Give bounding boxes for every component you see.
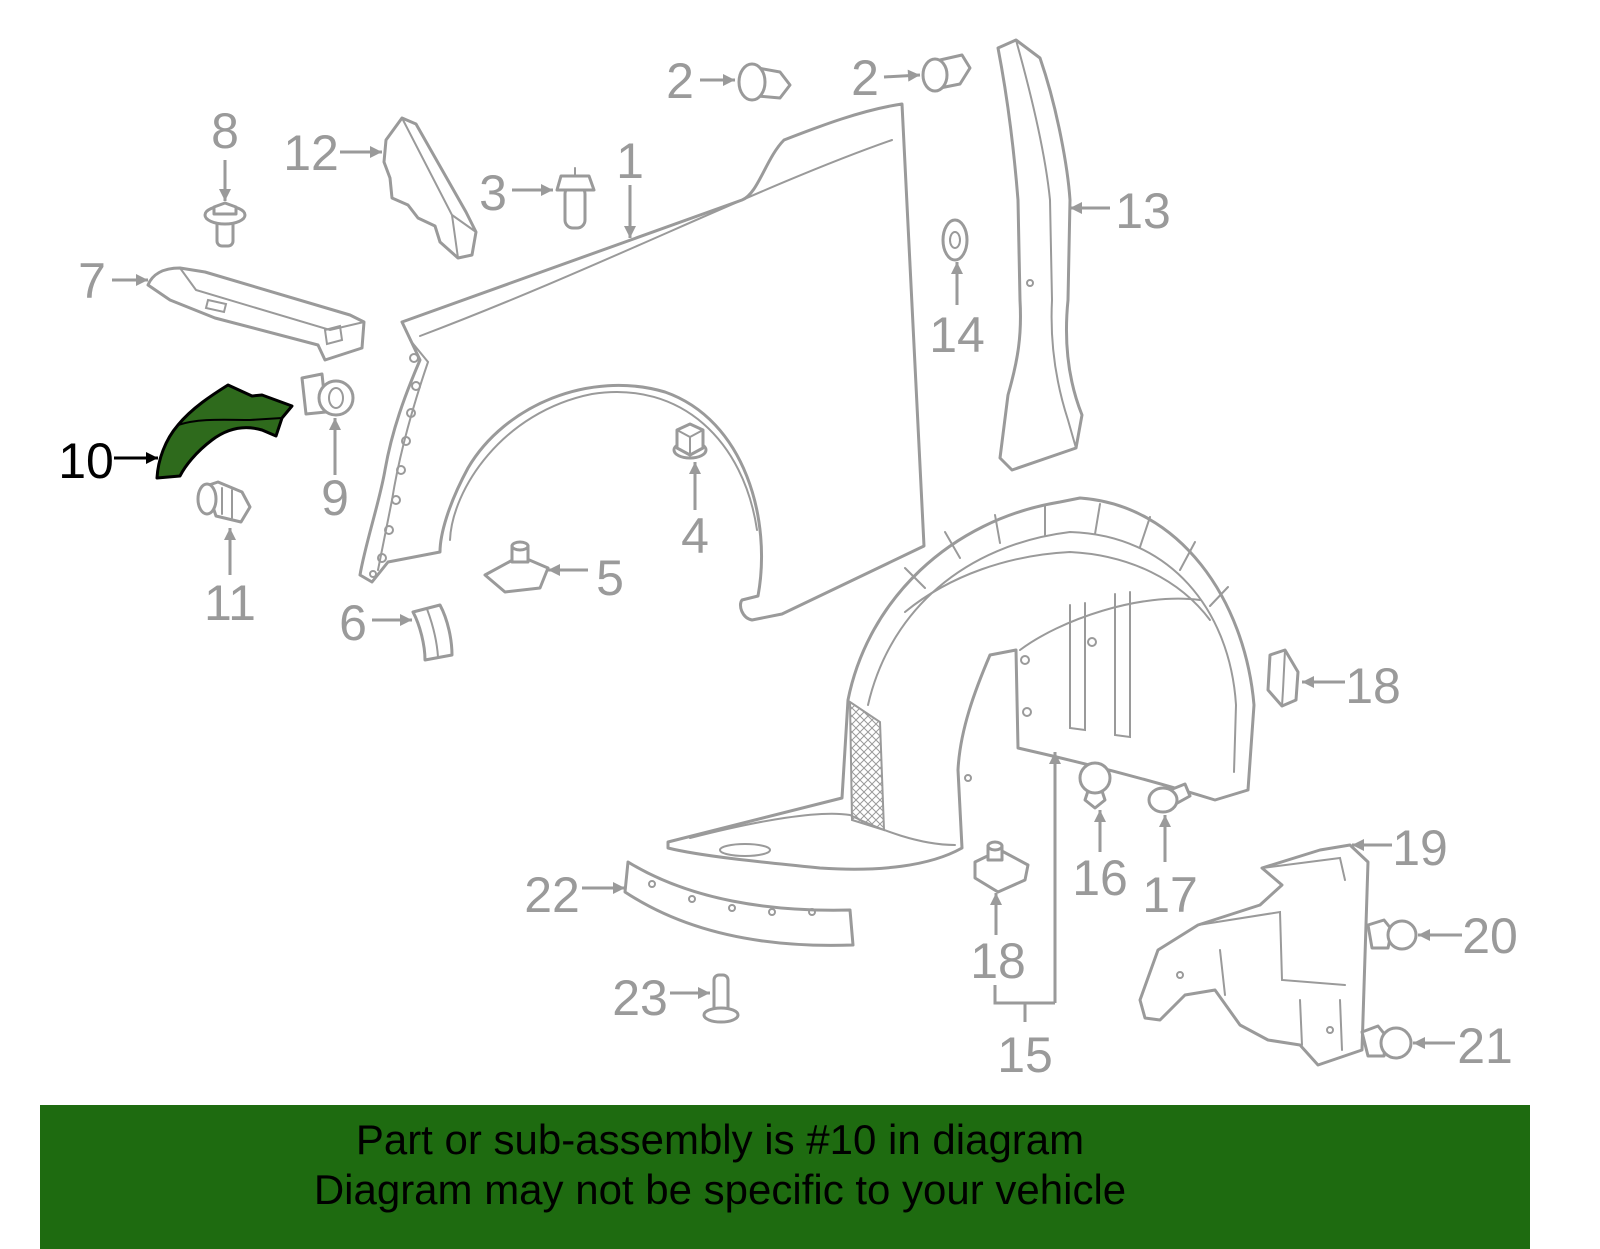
callout-number: 23 bbox=[612, 970, 668, 1026]
part-11-bolt bbox=[196, 480, 252, 524]
callout-bracket bbox=[993, 985, 1055, 1022]
callout-number: 9 bbox=[321, 470, 349, 526]
part-17-pin bbox=[1147, 782, 1192, 814]
part-7-bracket bbox=[146, 266, 366, 362]
callout-number: 13 bbox=[1115, 183, 1171, 239]
callout-8: 8 bbox=[211, 103, 239, 201]
callout-number: 2 bbox=[851, 50, 879, 106]
callout-6: 6 bbox=[339, 595, 412, 651]
callout-22: 22 bbox=[524, 867, 625, 923]
callout-number: 2 bbox=[666, 53, 694, 109]
part-6-piece bbox=[411, 603, 454, 662]
callout-number: 6 bbox=[339, 595, 367, 651]
callout-5: 5 bbox=[548, 550, 624, 606]
callout-19: 19 bbox=[1352, 820, 1448, 876]
callout-number: 19 bbox=[1392, 820, 1448, 876]
part-21-clip bbox=[1360, 1024, 1413, 1060]
callout-7: 7 bbox=[78, 253, 148, 309]
callout-12: 12 bbox=[283, 125, 382, 181]
part-19-shield bbox=[1138, 843, 1370, 1067]
callout-number: 18 bbox=[970, 933, 1026, 989]
callout-15: 15 bbox=[993, 752, 1061, 1083]
callout-number: 16 bbox=[1072, 850, 1128, 906]
banner-part-line: Part or sub-assembly is #10 in diagram bbox=[355, 1116, 1085, 1163]
callout-16: 16 bbox=[1072, 810, 1128, 906]
callout-23: 23 bbox=[612, 970, 710, 1026]
callout-number: 17 bbox=[1142, 867, 1198, 923]
callout-9: 9 bbox=[321, 418, 349, 526]
part-3-pin bbox=[555, 167, 596, 230]
callout-1: 1 bbox=[616, 133, 644, 238]
callout-number: 1 bbox=[616, 133, 644, 189]
callout-10: 10 bbox=[58, 433, 158, 489]
part-8-bolt bbox=[203, 201, 247, 248]
callout-number: 14 bbox=[929, 307, 985, 363]
callout-number: 4 bbox=[681, 508, 709, 564]
part-23-pin bbox=[702, 973, 740, 1024]
callout-2-left: 2 bbox=[666, 53, 735, 109]
part-20-clip bbox=[1366, 918, 1418, 951]
part-2-fastener-right bbox=[921, 53, 972, 93]
callout-14: 14 bbox=[929, 262, 985, 363]
callout-number: 10 bbox=[58, 433, 114, 489]
part-14-washer bbox=[941, 218, 969, 262]
callout-number: 20 bbox=[1462, 908, 1518, 964]
part-info-banner: Part or sub-assembly is #10 in diagram D… bbox=[40, 1105, 1530, 1249]
part-13-strip bbox=[996, 38, 1084, 472]
callout-20: 20 bbox=[1418, 908, 1518, 964]
part-22-strip bbox=[623, 860, 855, 947]
callout-number: 12 bbox=[283, 125, 339, 181]
callout-18-upper: 18 bbox=[1302, 658, 1401, 714]
callout-2-right: 2 bbox=[851, 50, 921, 106]
callout-number: 18 bbox=[1345, 658, 1401, 714]
part-4-nut bbox=[672, 422, 708, 460]
part-2-fastener-left bbox=[737, 62, 792, 102]
part-5-clip-nut bbox=[483, 540, 550, 594]
callout-21: 21 bbox=[1413, 1018, 1513, 1074]
banner-disclaimer-line: Diagram may not be specific to your vehi… bbox=[313, 1166, 1127, 1213]
callout-4: 4 bbox=[681, 462, 709, 564]
callout-number: 21 bbox=[1457, 1018, 1513, 1074]
callout-number: 5 bbox=[596, 550, 624, 606]
callout-number: 3 bbox=[479, 165, 507, 221]
part-1-fender bbox=[358, 102, 926, 622]
callout-18-lower: 18 bbox=[970, 893, 1026, 989]
callout-number: 7 bbox=[78, 253, 106, 309]
part-12-bracket bbox=[382, 116, 478, 260]
callout-number: 22 bbox=[524, 867, 580, 923]
part-18-clip-upper bbox=[1266, 648, 1300, 708]
callout-number: 8 bbox=[211, 103, 239, 159]
callout-13: 13 bbox=[1070, 183, 1171, 239]
callout-11: 11 bbox=[204, 528, 256, 631]
callout-arrow bbox=[883, 69, 921, 82]
callout-17: 17 bbox=[1142, 815, 1198, 923]
part-16-push-pin bbox=[1078, 761, 1112, 810]
part-9-clip-nut bbox=[300, 372, 355, 417]
callout-number: 11 bbox=[204, 575, 256, 631]
callout-number: 15 bbox=[997, 1027, 1053, 1083]
callout-3: 3 bbox=[479, 165, 553, 221]
part-10-highlighted bbox=[155, 383, 294, 480]
part-18-clip-lower bbox=[973, 840, 1030, 894]
part-15-fender-liner bbox=[666, 496, 1256, 871]
parts-diagram: 2 2 12 8 3 1 13 7 14 10 9 4 bbox=[58, 38, 1518, 1083]
